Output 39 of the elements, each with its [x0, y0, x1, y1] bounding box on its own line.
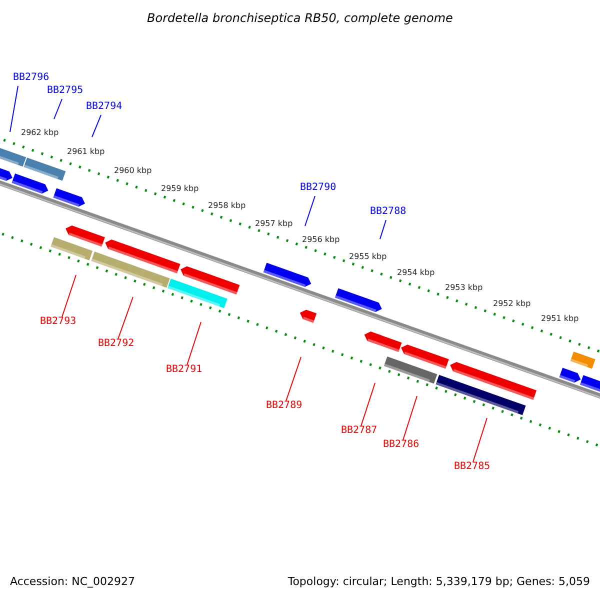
scale-label: 2958 kbp [208, 202, 246, 210]
gene-label: BB2793 [40, 317, 76, 327]
gene-label: BB2796 [13, 73, 50, 83]
leader-line [62, 274, 76, 318]
gene-label: BB2795 [47, 86, 84, 96]
gene-label: BB2789 [266, 401, 302, 411]
leader-line [380, 220, 386, 240]
scale-label: 2952 kbp [493, 300, 531, 308]
leader-line [402, 396, 418, 440]
gene-label: BB2787 [341, 426, 378, 436]
scale-label: 2961 kbp [67, 148, 105, 156]
leader-line [10, 86, 18, 132]
genome-info-text: Topology: circular; Length: 5,339,179 bp; Genes: 5,059 [288, 576, 590, 587]
scale-label: 2955 kbp [349, 253, 387, 261]
leader-line [286, 356, 302, 402]
gene-label: BB2790 [300, 183, 336, 193]
scale-label: 2957 kbp [255, 220, 293, 228]
leader-line [186, 322, 202, 366]
leader-line [360, 382, 376, 426]
scale-label: 2956 kbp [302, 236, 340, 244]
accession-text: Accession: NC_002927 [10, 576, 136, 587]
gene-label: BB2788 [370, 207, 406, 217]
leader-line [118, 296, 134, 340]
gene-label: BB2785 [454, 462, 490, 472]
scale-label: 2960 kbp [114, 167, 152, 175]
gene-label: BB2794 [86, 102, 122, 112]
scale-label: 2954 kbp [397, 269, 435, 277]
scale-label: 2953 kbp [445, 284, 483, 292]
leader-line [92, 114, 102, 138]
gene-label: BB2791 [166, 365, 202, 375]
scale-label: 2959 kbp [161, 185, 199, 193]
scale-label: 2951 kbp [541, 315, 579, 323]
title: Bordetella bronchiseptica RB50, complete genome [146, 12, 454, 24]
gene-label: BB2792 [98, 339, 134, 349]
leader-line [54, 98, 62, 120]
leader-line [472, 418, 488, 462]
gene-label: BB2786 [383, 440, 420, 450]
leader-line [304, 196, 316, 226]
scale-label: 2962 kbp [21, 129, 59, 137]
